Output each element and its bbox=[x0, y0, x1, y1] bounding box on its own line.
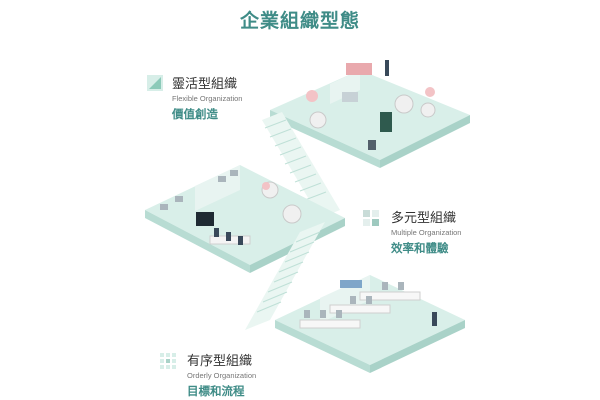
section-orderly: 有序型組織 Orderly Organization 目標和流程 bbox=[187, 350, 256, 399]
section-english: Flexible Organization bbox=[172, 94, 243, 103]
section-value: 效率和體驗 bbox=[391, 241, 449, 255]
bottom-floor bbox=[275, 275, 465, 373]
triangle-icon bbox=[147, 75, 163, 91]
squares-icon bbox=[363, 210, 379, 226]
section-english: Orderly Organization bbox=[187, 371, 257, 380]
section-value: 價值創造 bbox=[172, 107, 218, 121]
upper-staircase bbox=[262, 112, 340, 218]
section-english: Multiple Organization bbox=[391, 228, 462, 237]
section-multiple: 多元型組織 Multiple Organization 效率和體驗 bbox=[391, 207, 461, 256]
section-title: 有序型組織 bbox=[187, 354, 253, 369]
page-title: 企業組織型態 bbox=[239, 10, 360, 32]
top-floor bbox=[270, 60, 470, 168]
grid-icon bbox=[160, 353, 176, 369]
section-title: 靈活型組織 bbox=[172, 77, 238, 92]
lower-staircase bbox=[245, 222, 325, 330]
section-flexible: 靈活型組織 Flexible Organization 價值創造 bbox=[172, 73, 242, 122]
section-title: 多元型組織 bbox=[391, 211, 457, 226]
section-value: 目標和流程 bbox=[187, 384, 245, 398]
